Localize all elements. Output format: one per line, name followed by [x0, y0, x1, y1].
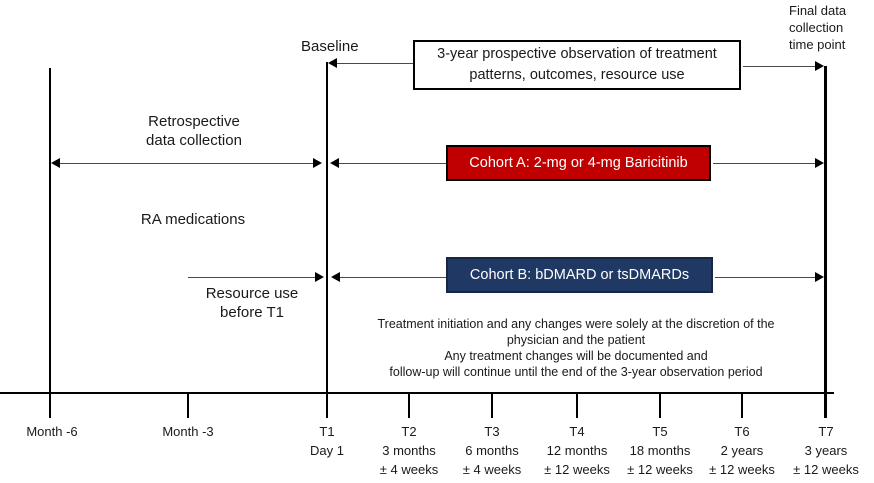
- timeline-axis: [0, 392, 834, 394]
- final-data-collection-line: [824, 66, 827, 418]
- observation-box-line2: patterns, outcomes, resource use: [469, 67, 685, 83]
- tick-label-month-minus-6: Month -6: [26, 424, 78, 439]
- tick-t2: [408, 392, 410, 418]
- month-minus-6-line: [49, 68, 51, 418]
- tick-label-t1: T1 Day 1: [310, 424, 344, 458]
- baseline-label: Baseline: [301, 38, 359, 55]
- tick-t4: [576, 392, 578, 418]
- tick-label-month-minus-3: Month -3: [162, 424, 214, 439]
- treatment-note: Treatment initiation and any changes wer…: [377, 317, 775, 379]
- tick-t5: [659, 392, 661, 418]
- observation-box: 3-year prospective observation of treatm…: [413, 40, 741, 90]
- tick-label-t7: T7 3 years ± 12 weeks: [793, 424, 859, 477]
- tick-label-t6: T6 2 years ± 12 weeks: [709, 424, 775, 477]
- tick-month-minus-3: [187, 392, 189, 418]
- ra-medications-label: RA medications: [140, 211, 246, 228]
- tick-label-t4: T4 12 months ± 12 weeks: [544, 424, 610, 477]
- tick-label-t3: T3 6 months ± 4 weeks: [462, 424, 522, 477]
- resource-use-label: Resource use before T1: [205, 285, 299, 321]
- tick-label-t5: T5 18 months ± 12 weeks: [627, 424, 693, 477]
- tick-t3: [491, 392, 493, 418]
- final-data-collection-label: Final data collection time point: [789, 3, 847, 52]
- tick-t6: [741, 392, 743, 418]
- tick-label-t2: T2 3 months ± 4 weeks: [379, 424, 439, 477]
- baseline-t1-line: [326, 62, 328, 418]
- cohort-a-box: Cohort A: 2-mg or 4-mg Baricitinib: [446, 145, 711, 181]
- retrospective-label: Retrospective data collection: [146, 113, 242, 149]
- cohort-b-box: Cohort B: bDMARD or tsDMARDs: [446, 257, 713, 293]
- observation-box-line1: 3-year prospective observation of treatm…: [437, 46, 717, 62]
